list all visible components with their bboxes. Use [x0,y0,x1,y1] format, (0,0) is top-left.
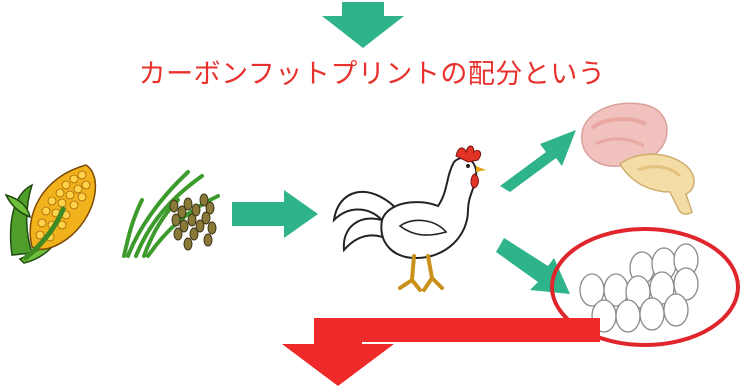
rooster-icon [332,145,486,292]
arrow-to-meat [500,130,576,192]
red-down-arrow [282,318,600,386]
arrow-to-rooster [232,190,318,238]
rice-icon [122,170,220,258]
highlight-ellipse [550,227,740,347]
corn-icon [4,164,97,264]
chicken-meat-icon [581,102,695,215]
top-down-arrow [322,2,404,48]
page-title: カーボンフットプリントの配分という [138,59,606,90]
eggs-icon [579,243,699,333]
